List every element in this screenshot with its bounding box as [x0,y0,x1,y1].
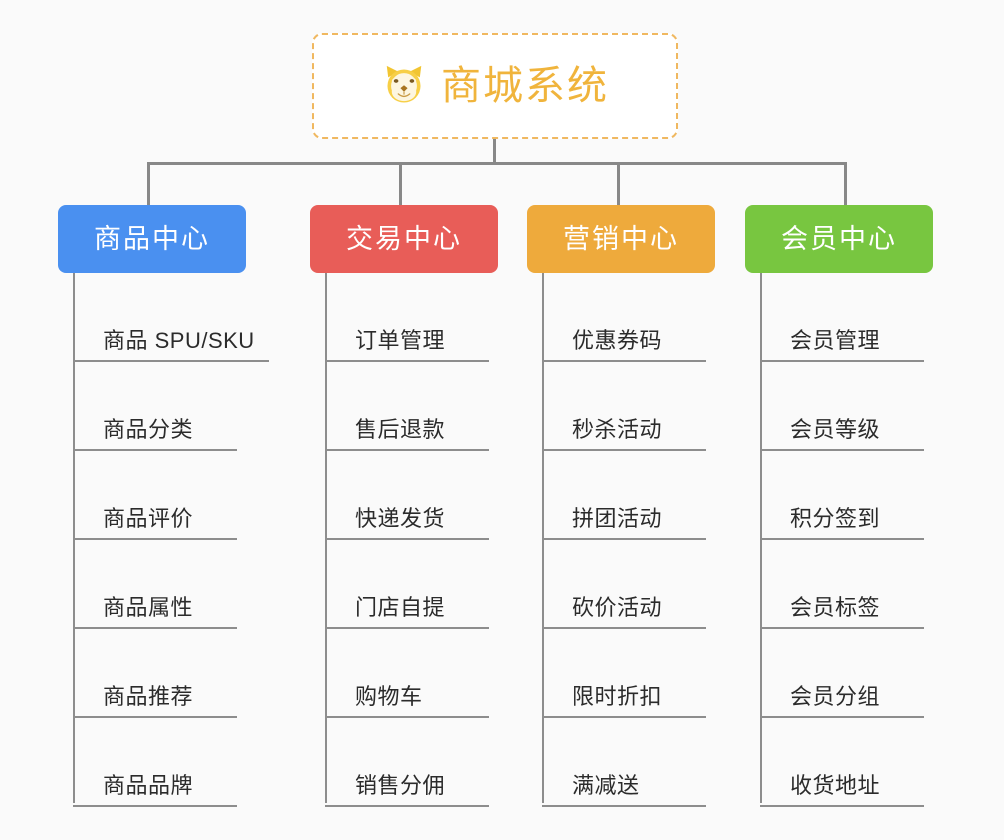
leaf-label: 快递发货 [355,505,446,531]
connector-horizontal-bus [148,162,846,165]
dog-face-icon [386,65,422,103]
leaf-item[interactable]: 订单管理 [325,273,489,362]
leaf-label: 优惠券码 [572,327,663,353]
leaf-item[interactable]: 秒杀活动 [542,362,706,451]
category-label: 交易中心 [346,223,462,254]
leaf-list-marketing-center: 优惠券码 秒杀活动 拼团活动 砍价活动 限时折扣 满减送 [542,273,706,807]
category-box-product-center[interactable]: 商品中心 [58,205,246,273]
leaf-item[interactable]: 满减送 [542,718,706,807]
leaf-label: 订单管理 [355,327,446,353]
leaf-item[interactable]: 会员标签 [760,540,924,629]
leaf-label: 会员分组 [790,683,881,709]
leaf-item[interactable]: 销售分佣 [325,718,489,807]
leaf-label: 商品品牌 [103,772,194,798]
leaf-label: 收货地址 [790,772,881,798]
leaf-label: 会员标签 [790,594,881,620]
leaf-label: 购物车 [355,683,423,709]
category-box-member-center[interactable]: 会员中心 [745,205,933,273]
leaf-item[interactable]: 购物车 [325,629,489,718]
leaf-label: 积分签到 [790,505,881,531]
leaf-label: 满减送 [572,772,640,798]
leaf-item[interactable]: 商品 SPU/SKU [73,273,269,362]
leaf-item[interactable]: 收货地址 [760,718,924,807]
leaf-label: 商品 SPU/SKU [103,327,255,353]
category-box-marketing-center[interactable]: 营销中心 [527,205,715,273]
leaf-item[interactable]: 快递发货 [325,451,489,540]
leaf-item[interactable]: 商品推荐 [73,629,269,718]
category-box-trade-center[interactable]: 交易中心 [310,205,498,273]
leaf-label: 限时折扣 [572,683,663,709]
leaf-item[interactable]: 商品评价 [73,451,269,540]
leaf-label: 会员管理 [790,327,881,353]
leaf-label: 销售分佣 [355,772,446,798]
leaf-item[interactable]: 限时折扣 [542,629,706,718]
category-label: 营销中心 [563,223,679,254]
leaf-label: 砍价活动 [572,594,663,620]
leaf-list-product-center: 商品 SPU/SKU 商品分类 商品评价 商品属性 商品推荐 商品品牌 [73,273,269,807]
connector-drop-3 [617,162,620,207]
connector-drop-1 [147,162,150,207]
leaf-label: 拼团活动 [572,505,663,531]
root-node-title: 商城系统 [441,64,609,108]
leaf-item[interactable]: 会员等级 [760,362,924,451]
leaf-label: 门店自提 [355,594,446,620]
root-node-card[interactable]: 商城系统 [312,33,678,139]
leaf-label: 售后退款 [355,416,446,442]
category-label: 商品中心 [94,223,210,254]
leaf-label: 商品属性 [103,594,194,620]
leaf-item[interactable]: 商品品牌 [73,718,269,807]
connector-root-stem [493,139,496,164]
leaf-list-trade-center: 订单管理 售后退款 快递发货 门店自提 购物车 销售分佣 [325,273,489,807]
leaf-item[interactable]: 商品属性 [73,540,269,629]
leaf-item[interactable]: 积分签到 [760,451,924,540]
connector-drop-2 [399,162,402,207]
leaf-label: 会员等级 [790,416,881,442]
leaf-item[interactable]: 商品分类 [73,362,269,451]
leaf-item[interactable]: 会员分组 [760,629,924,718]
leaf-list-member-center: 会员管理 会员等级 积分签到 会员标签 会员分组 收货地址 [760,273,924,807]
connector-drop-4 [844,162,847,207]
category-label: 会员中心 [781,223,897,254]
leaf-item[interactable]: 售后退款 [325,362,489,451]
leaf-item[interactable]: 会员管理 [760,273,924,362]
leaf-item[interactable]: 砍价活动 [542,540,706,629]
leaf-label: 商品评价 [103,505,194,531]
leaf-item[interactable]: 拼团活动 [542,451,706,540]
leaf-item[interactable]: 门店自提 [325,540,489,629]
leaf-label: 商品推荐 [103,683,194,709]
leaf-item[interactable]: 优惠券码 [542,273,706,362]
leaf-label: 商品分类 [103,416,194,442]
leaf-label: 秒杀活动 [572,416,663,442]
